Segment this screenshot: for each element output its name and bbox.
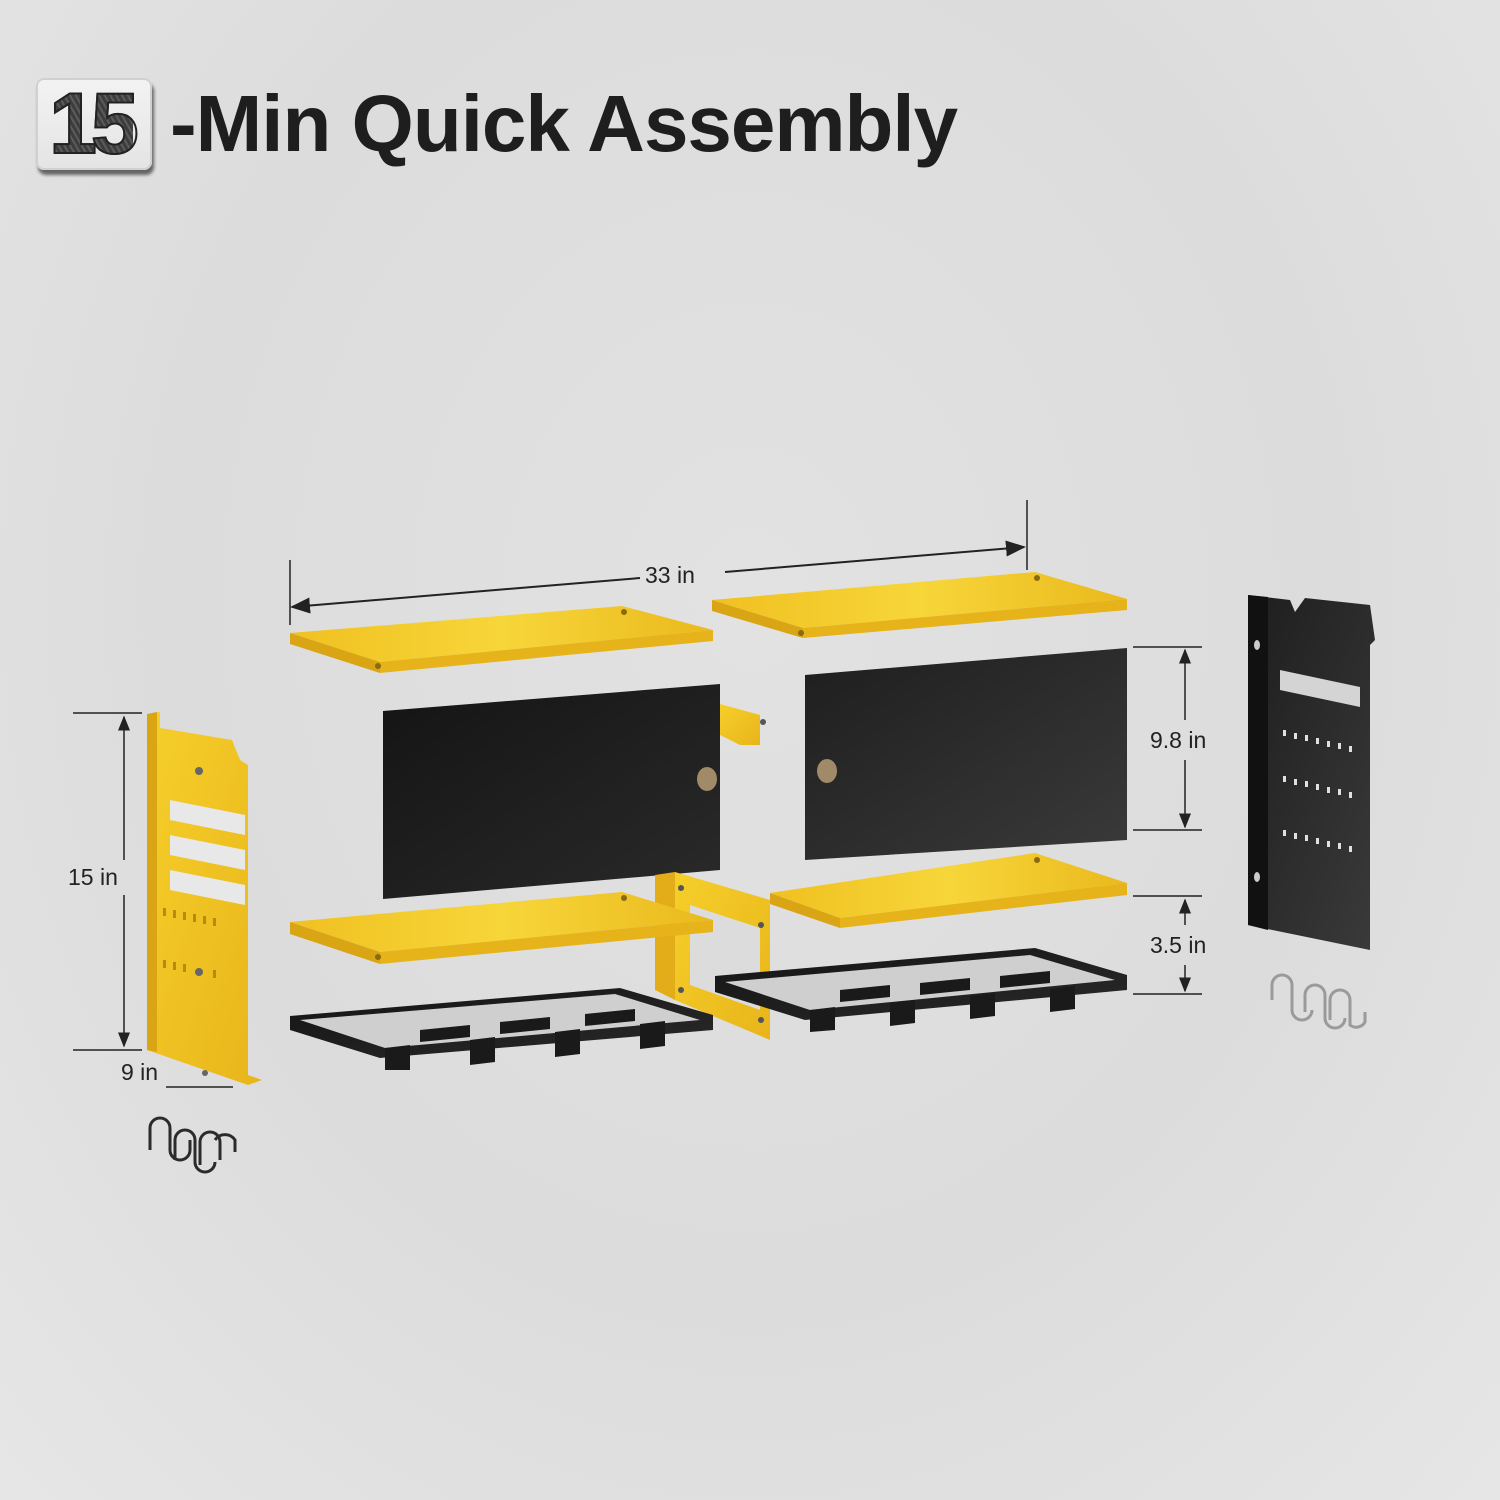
small-bracket bbox=[720, 704, 766, 745]
height-dimension: 15 in bbox=[68, 712, 142, 1051]
rack-gap-dimension: 3.5 in bbox=[1133, 895, 1206, 995]
door-height-dimension: 9.8 in bbox=[1133, 646, 1206, 831]
rack-gap-label: 3.5 in bbox=[1150, 932, 1206, 958]
door-left bbox=[383, 684, 720, 899]
page-title: -Min Quick Assembly bbox=[170, 79, 958, 168]
top-shelf-left bbox=[290, 606, 713, 673]
header: 15 -Min Quick Assembly bbox=[36, 78, 958, 170]
badge-number: 15 bbox=[48, 76, 140, 172]
door-height-label: 9.8 in bbox=[1150, 727, 1206, 753]
s-hooks-right-icon bbox=[1270, 973, 1367, 1030]
drill-rack-left bbox=[290, 988, 713, 1070]
drill-rack-right bbox=[715, 948, 1127, 1032]
depth-dimension: 9 in bbox=[121, 1059, 233, 1088]
left-side-panel-yellow bbox=[147, 712, 262, 1085]
middle-shelf-left bbox=[290, 892, 713, 964]
depth-label: 9 in bbox=[121, 1059, 158, 1085]
knob-icon bbox=[817, 759, 837, 783]
knob-icon bbox=[697, 767, 717, 791]
right-side-panel-black bbox=[1248, 595, 1375, 950]
width-dimension: 33 in bbox=[289, 500, 1028, 625]
middle-shelf-right bbox=[770, 853, 1127, 928]
s-hooks-left-icon bbox=[148, 1116, 237, 1174]
time-badge: 15 bbox=[36, 78, 152, 170]
height-label: 15 in bbox=[68, 864, 118, 890]
door-right bbox=[805, 648, 1127, 860]
top-shelf-right bbox=[712, 572, 1127, 638]
width-label: 33 in bbox=[645, 562, 695, 588]
